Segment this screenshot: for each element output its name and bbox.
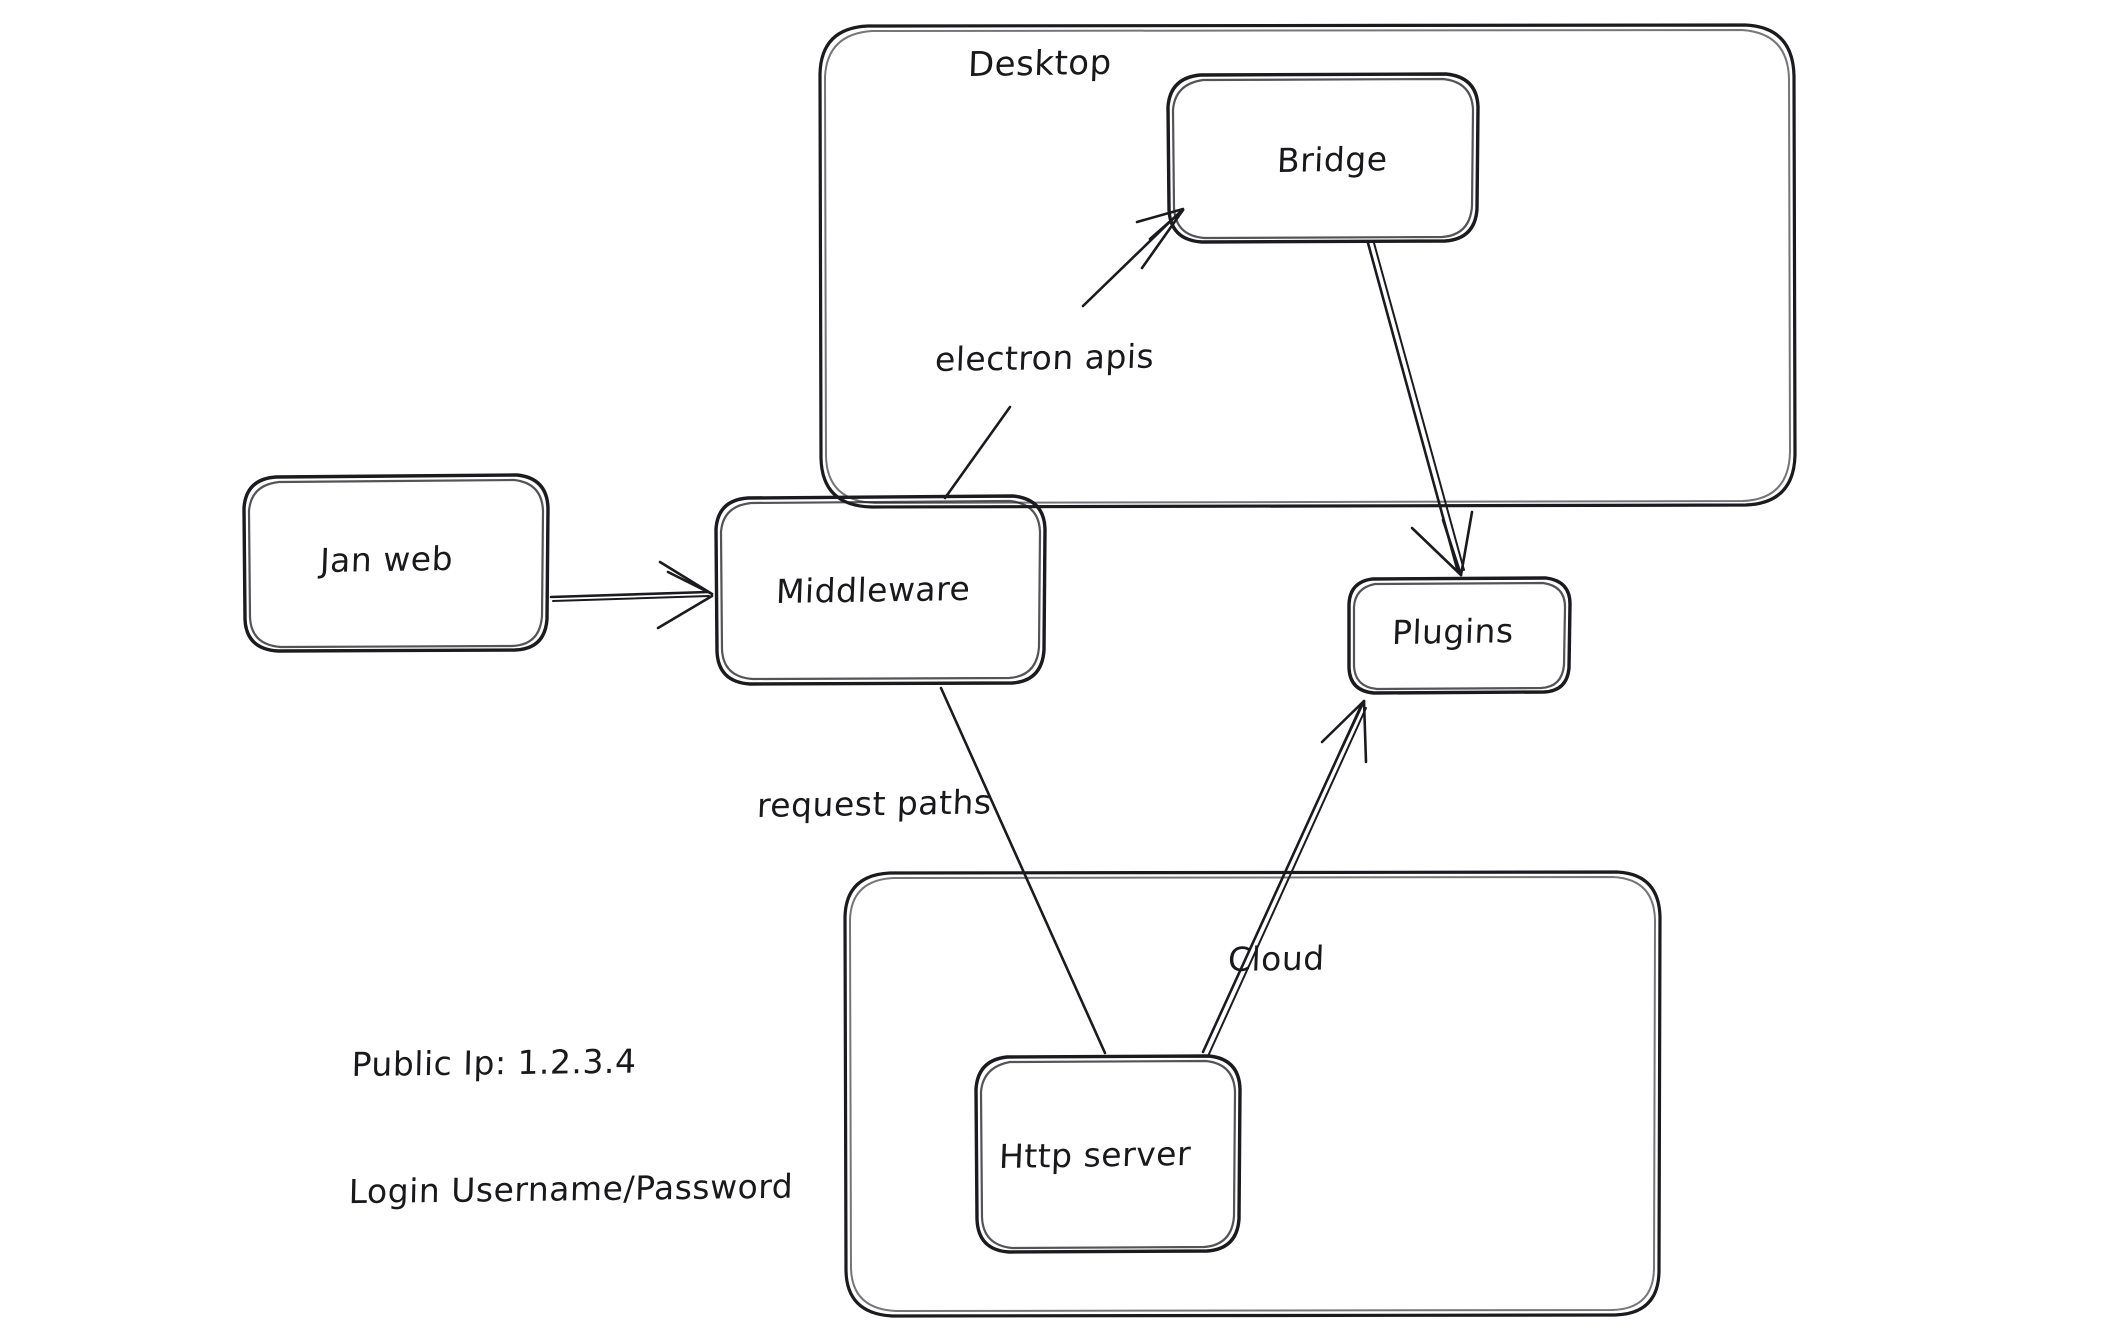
node-label-jan-web[interactable]: Jan web (319, 538, 454, 581)
edge-jan-web-to-middleware (549, 560, 714, 630)
group-label-desktop: Desktop (967, 42, 1113, 86)
node-label-http-server[interactable]: Http server (998, 1133, 1192, 1177)
note-connection-info: Public Ip: 1.2.3.4 Login Username/Passwo… (346, 955, 798, 1298)
note-line-login: Login Username/Password (348, 1166, 794, 1212)
node-label-middleware[interactable]: Middleware (775, 568, 972, 612)
node-label-bridge[interactable]: Bridge (1276, 139, 1389, 181)
note-line-public-ip: Public Ip: 1.2.3.4 (351, 1042, 637, 1085)
node-http-server-outline (974, 1054, 1242, 1254)
edge-http-server-to-middleware (939, 686, 1107, 1055)
edge-http-server-to-plugins (1201, 699, 1368, 1055)
group-cloud-outline (843, 870, 1662, 1318)
edge-middleware-to-bridge (943, 207, 1185, 500)
edge-label-request-paths: request paths (756, 782, 993, 826)
group-desktop-outline (818, 23, 1797, 509)
edge-bridge-to-plugins (1366, 241, 1474, 577)
node-middleware-outline (714, 494, 1047, 686)
edge-label-electron-apis: electron apis (934, 336, 1156, 380)
node-jan-web-outline (242, 473, 550, 653)
node-bridge-outline (1166, 72, 1480, 244)
node-plugins-outline (1347, 576, 1572, 695)
node-label-plugins[interactable]: Plugins (1391, 611, 1515, 653)
group-label-cloud: Cloud (1227, 938, 1326, 980)
